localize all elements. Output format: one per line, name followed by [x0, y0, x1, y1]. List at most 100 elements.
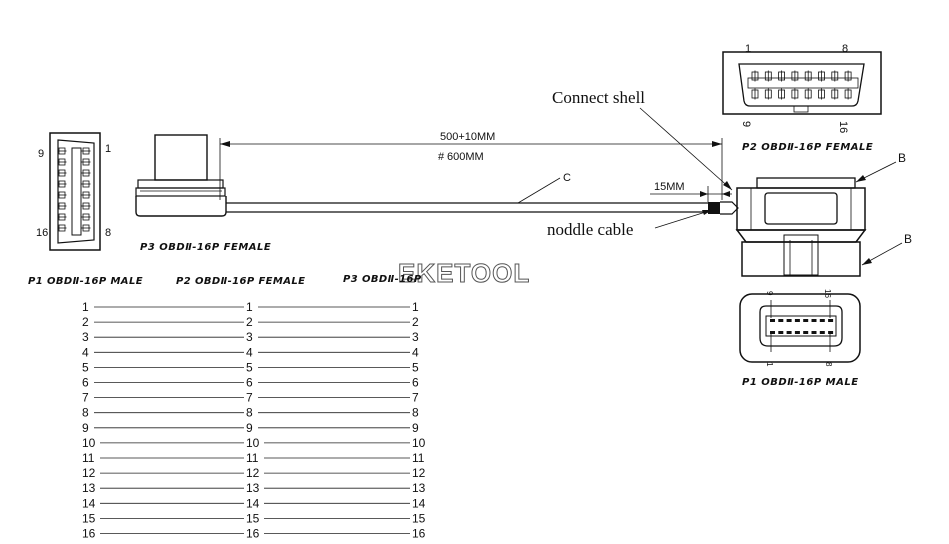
pin-number-p3: 9	[412, 421, 419, 435]
pin-number: 9	[38, 148, 44, 160]
dimension-length: 500+10MM # 600MM	[219, 131, 723, 200]
pin-number-p1: 11	[82, 451, 95, 465]
pin-number: 16	[36, 227, 48, 239]
pin-contact	[819, 319, 825, 322]
wiring-row: 10 10 10	[82, 436, 426, 450]
pin-contact	[751, 70, 759, 82]
length-tolerance-label: 500+10MM	[440, 131, 495, 143]
wiring-row: 8 8 8	[82, 406, 419, 420]
pin-contact	[794, 319, 800, 322]
pin-contact	[57, 180, 67, 188]
label-b-bottom: B	[904, 232, 912, 246]
pin-contact	[81, 169, 91, 177]
pin-contact	[764, 70, 772, 82]
pin-number-p3: 8	[412, 406, 419, 420]
pin-number-p1: 16	[82, 527, 96, 541]
pin-number-p2: 1	[246, 300, 253, 314]
pin-number-p2: 2	[246, 315, 253, 329]
pin-number-p2: 15	[246, 511, 260, 525]
pin-contact	[811, 319, 817, 322]
p2-caption: P2 OBDⅡ-16P FEMALE	[742, 142, 873, 153]
pin-contact	[794, 331, 800, 334]
pin-number-p1: 13	[82, 481, 96, 495]
pin-number-p3: 12	[412, 466, 426, 480]
pin-number-p1: 10	[82, 436, 96, 450]
pin-number-p3: 5	[412, 360, 419, 374]
pin-number-p3: 10	[412, 436, 426, 450]
pin-contact	[764, 88, 772, 100]
pin-contact	[803, 319, 809, 322]
table-header-p3: P3 OBDⅡ-16P	[343, 274, 422, 285]
label-b-top: B	[898, 151, 906, 165]
p3-pin-grid	[57, 147, 91, 232]
p3-side-view: P3 OBDⅡ-16P FEMALE	[135, 134, 271, 253]
pin-contact	[828, 319, 834, 322]
pin-number-p1: 8	[82, 406, 89, 420]
pin-number-p3: 16	[412, 527, 426, 541]
pin-number-p1: 2	[82, 315, 89, 329]
pin-number-p3: 4	[412, 345, 419, 359]
pin-number-p3: 7	[412, 391, 419, 405]
pin-contact	[57, 169, 67, 177]
pin-contact	[751, 88, 759, 100]
table-header-p2: P2 OBDⅡ-16P FEMALE	[176, 276, 305, 287]
pin-contact	[81, 147, 91, 155]
pin-number: 8	[105, 227, 111, 239]
pin-number: 16	[837, 121, 849, 133]
pin-contact	[831, 88, 839, 100]
length-alt-prefix: #	[438, 151, 445, 163]
pin-number-p3: 14	[412, 496, 426, 510]
pin-number-p1: 15	[82, 511, 96, 525]
pin-contact	[778, 319, 784, 322]
pin-contact	[81, 180, 91, 188]
p1-face-view: 9 16 1 8 P1 OBDⅡ-16P MALE	[739, 289, 861, 388]
pin-contact	[81, 158, 91, 166]
pin-contact	[81, 191, 91, 199]
pin-number-p2: 13	[246, 481, 260, 495]
pin-contact	[804, 88, 812, 100]
pin-number-p3: 6	[412, 376, 419, 390]
cable	[226, 201, 739, 215]
pin-number: 1	[765, 362, 774, 367]
p1-caption: P1 OBDⅡ-16P MALE	[742, 377, 859, 388]
pin-contact	[57, 224, 67, 232]
pin-contact	[778, 70, 785, 82]
pin-contact	[819, 331, 825, 334]
length-alt-label: 600MM	[447, 151, 484, 163]
pin-number-p1: 4	[82, 345, 89, 359]
wiring-row: 12 12 12	[82, 466, 426, 480]
pin-contact	[811, 331, 817, 334]
pin-contact	[818, 88, 825, 100]
watermark: EKETOOL	[398, 258, 530, 288]
pin-number-p2: 10	[246, 436, 260, 450]
pin-number-p2: 12	[246, 466, 260, 480]
pin-contact	[786, 319, 792, 322]
pin-number-p2: 8	[246, 406, 253, 420]
pin-number-p2: 9	[246, 421, 253, 435]
pin-number-p1: 9	[82, 421, 89, 435]
pin-number: 1	[105, 143, 111, 155]
pin-number: 1	[745, 43, 751, 55]
pin-number-p1: 1	[82, 300, 89, 314]
pin-contact	[81, 202, 91, 210]
pin-number: 16	[823, 289, 832, 298]
pin-number-p1: 12	[82, 466, 96, 480]
pin-number-p1: 6	[82, 376, 89, 390]
pin-number-p2: 6	[246, 376, 253, 390]
p3-face-view: 9 1 16 8	[36, 132, 111, 251]
table-header-p1: P1 OBDⅡ-16P MALE	[28, 276, 143, 287]
pin-contact	[791, 70, 799, 82]
wiring-table: P1 OBDⅡ-16P MALE P2 OBDⅡ-16P FEMALE P3 O…	[28, 274, 426, 541]
pin-contact	[804, 70, 812, 82]
connect-shell-label: Connect shell	[552, 88, 645, 107]
pin-contact	[818, 70, 825, 82]
